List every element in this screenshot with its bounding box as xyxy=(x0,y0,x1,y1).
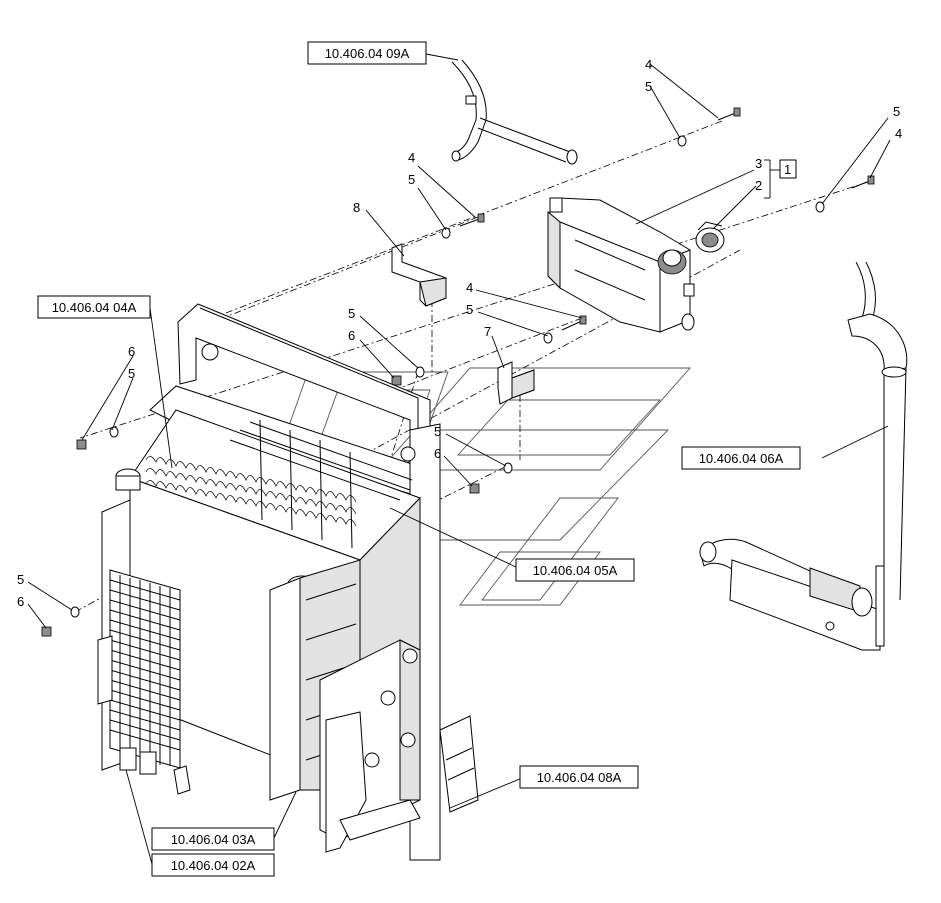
callout-cap-2: 2 xyxy=(755,178,762,193)
reference-09A-label: 10.406.04 09A xyxy=(325,46,410,61)
radiator-fins xyxy=(145,419,413,549)
callout-assembly-1: 1 xyxy=(784,162,791,177)
assembly-number-box xyxy=(779,159,797,179)
reference-04A-label: 10.406.04 04A xyxy=(52,300,137,315)
reference-08A-label: 10.406.04 08A xyxy=(537,770,622,785)
lower-hose-assembly xyxy=(699,261,908,651)
callout-right-washer-5: 5 xyxy=(893,104,900,119)
right-bolt xyxy=(815,175,875,213)
reference-09A[interactable]: 10.406.04 09A xyxy=(307,41,427,65)
reference-08A[interactable]: 10.406.04 08A xyxy=(519,765,639,789)
bracket-7 xyxy=(497,361,535,405)
lower-bracket xyxy=(319,639,479,853)
callout-right-lower-washer-5: 5 xyxy=(434,424,441,439)
top-bolt xyxy=(677,107,741,147)
callout-bottom-washer-5: 5 xyxy=(17,572,24,587)
reference-02A[interactable]: 10.406.04 02A xyxy=(151,853,275,877)
reference-03A-label: 10.406.04 03A xyxy=(171,832,256,847)
callout-bracket-7: 7 xyxy=(484,324,491,339)
callout-left-nut-6: 6 xyxy=(128,344,135,359)
upper-hose xyxy=(451,59,578,165)
oil-cooler xyxy=(97,499,191,795)
filler-cap xyxy=(695,221,725,253)
leader-lines xyxy=(27,53,891,865)
center-bolt xyxy=(543,315,587,344)
reference-06A-label: 10.406.04 06A xyxy=(699,451,784,466)
reference-06A[interactable]: 10.406.04 06A xyxy=(681,446,801,470)
callout-left-washer-5: 5 xyxy=(128,366,135,381)
expansion-tank xyxy=(547,197,695,333)
callout-bracket-8: 8 xyxy=(353,200,360,215)
callout-center-bolt-4: 4 xyxy=(466,280,473,295)
callout-mid-bolt-4: 4 xyxy=(408,150,415,165)
reference-04A[interactable]: 10.406.04 04A xyxy=(37,295,151,319)
callout-center-washer-5: 5 xyxy=(466,302,473,317)
callout-right-lower-nut-6: 6 xyxy=(434,446,441,461)
callout-bottom-nut-6: 6 xyxy=(17,594,24,609)
callout-nut-washer-5: 5 xyxy=(348,306,355,321)
callout-tank-3: 3 xyxy=(755,156,762,171)
callout-numbers: 4 5 5 4 3 2 1 4 5 8 4 5 7 5 6 6 5 5 6 5 … xyxy=(17,57,902,609)
callout-top-washer-5: 5 xyxy=(645,79,652,94)
callout-mid-washer-5: 5 xyxy=(408,172,415,187)
reference-02A-label: 10.406.04 02A xyxy=(171,858,256,873)
callout-right-bolt-4: 4 xyxy=(895,126,902,141)
bracket-8 xyxy=(391,243,447,307)
callout-top-bolt-4: 4 xyxy=(645,57,652,72)
reference-05A-label: 10.406.04 05A xyxy=(533,563,618,578)
callout-nut-6: 6 xyxy=(348,328,355,343)
mid-bolt xyxy=(441,213,485,239)
reference-03A[interactable]: 10.406.04 03A xyxy=(151,827,275,851)
reference-05A[interactable]: 10.406.04 05A xyxy=(515,558,635,582)
